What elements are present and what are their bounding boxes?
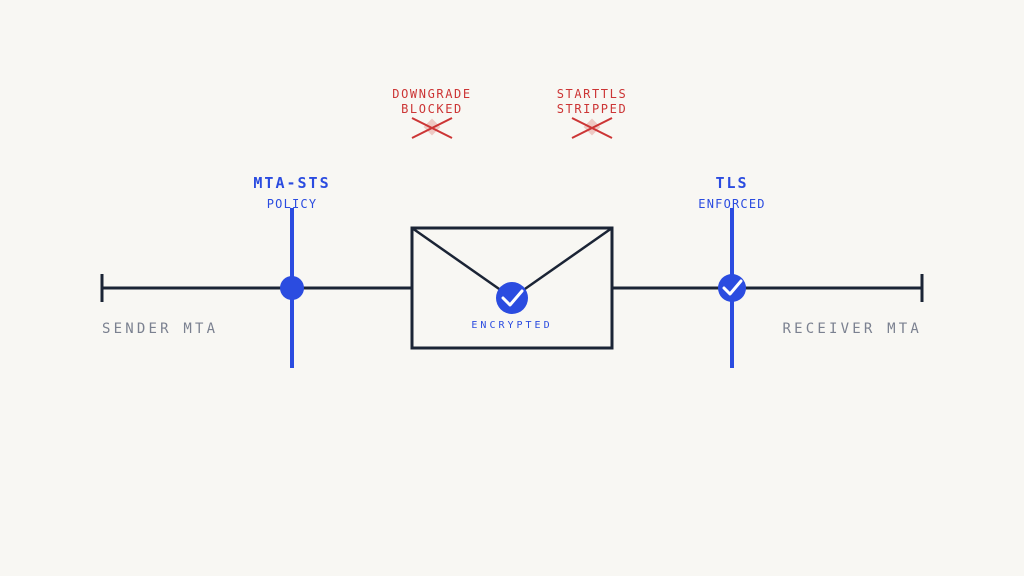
policy-subtitle: POLICY — [267, 197, 318, 211]
cross-icon — [411, 117, 453, 139]
envelope-body — [410, 226, 614, 350]
receiver-label: RECEIVER MTA — [782, 321, 922, 337]
policy-title: MTA-STS — [253, 174, 330, 192]
tls-title: TLS — [715, 174, 748, 192]
threat-starttls-line2: STRIPPED — [557, 102, 628, 116]
threat-starttls-line1: STARTTLS — [557, 87, 628, 101]
cross-icon — [571, 117, 613, 139]
envelope-check-badge — [496, 282, 528, 314]
tls-checkpoint: TLS ENFORCED — [698, 174, 765, 368]
tls-subtitle: ENFORCED — [698, 197, 765, 211]
threat-downgrade-line1: DOWNGRADE — [392, 87, 471, 101]
check-icon — [722, 279, 743, 296]
tls-check-badge — [718, 274, 746, 302]
policy-checkpoint: MTA-STS POLICY — [253, 174, 330, 368]
dot-icon — [280, 276, 304, 300]
envelope-label: ENCRYPTED — [471, 320, 552, 331]
sender-label: SENDER MTA — [102, 321, 218, 337]
threat-downgrade-line2: BLOCKED — [401, 102, 463, 116]
envelope-icon: ENCRYPTED — [410, 226, 614, 350]
threat-downgrade: DOWNGRADE BLOCKED — [392, 87, 471, 139]
check-icon — [501, 289, 524, 307]
threat-starttls: STARTTLS STRIPPED — [557, 87, 628, 139]
